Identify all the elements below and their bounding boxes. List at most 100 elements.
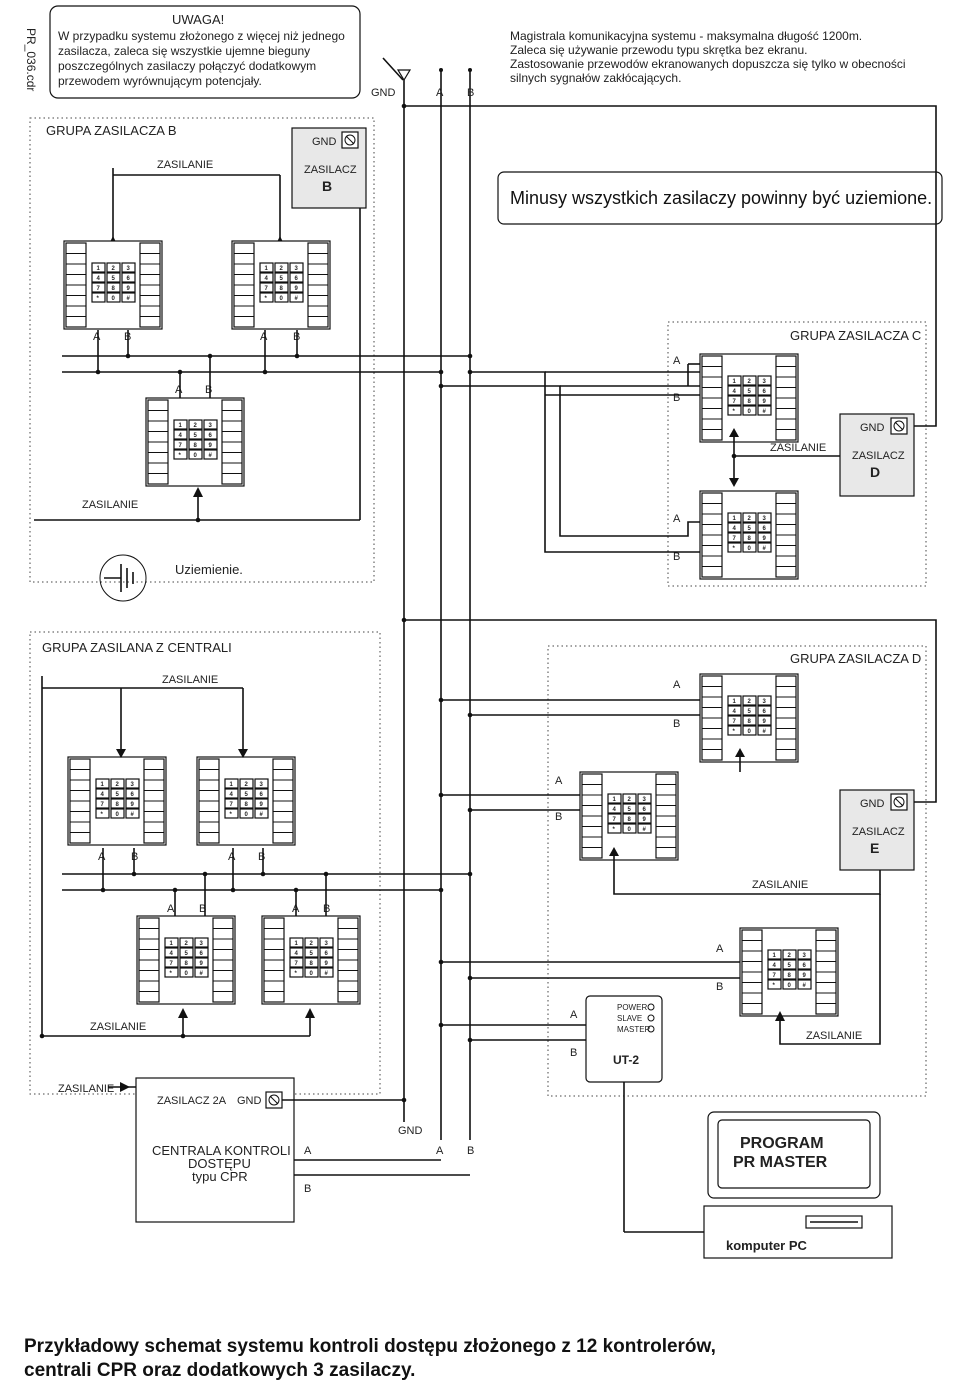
keypad-key: 9: [803, 973, 807, 979]
keypad-key: 6: [295, 276, 299, 282]
keypad-key: 8: [245, 802, 249, 808]
pc-program-line-1: PROGRAM: [740, 1135, 824, 1152]
keypad-key: #: [295, 296, 299, 302]
power-label-central-3: ZASILANIE: [58, 1083, 114, 1095]
psu-b-word: ZASILACZ: [304, 164, 357, 176]
keypad-key: 5: [116, 792, 120, 798]
keypad-key: 2: [194, 423, 198, 429]
keypad-key: 6: [803, 963, 807, 969]
keypad-key: 8: [748, 536, 752, 542]
keypad-key: 5: [112, 276, 116, 282]
bus-note-line-2: Zaleca się używanie przewodu typu skrętk…: [510, 43, 808, 57]
keypad-key: *: [230, 812, 233, 818]
keypad-key: 4: [170, 951, 174, 957]
keypad-key: 4: [733, 389, 737, 395]
keypad-key: 9: [763, 399, 767, 405]
keypad-key: 2: [628, 797, 632, 803]
keypad-key: 8: [280, 286, 284, 292]
keypad-key: 2: [748, 516, 752, 522]
central-line-2: DOSTĘPU: [188, 1156, 251, 1171]
keypad-key: #: [200, 971, 204, 977]
keypad-key: 9: [295, 286, 299, 292]
keypad-key: 0: [116, 812, 120, 818]
keypad-key: 6: [763, 709, 767, 715]
keypad-key: 7: [733, 399, 737, 405]
bus-a-label-top: A: [436, 87, 444, 99]
keypad-key: 1: [97, 266, 101, 272]
kp12-a: A: [716, 943, 724, 955]
kp4-a: A: [673, 355, 681, 367]
keypad-key: *: [613, 827, 616, 833]
ut2-slave-led: [647, 1014, 655, 1022]
keypad-key: 9: [763, 719, 767, 725]
keypad-key: 3: [643, 797, 647, 803]
central-line-1: CENTRALA KONTROLI: [152, 1143, 291, 1158]
keypad-key: 3: [200, 941, 204, 947]
psu-d-word: ZASILACZ: [852, 450, 905, 462]
keypad-key: 8: [185, 961, 189, 967]
keypad-key: 5: [748, 709, 752, 715]
keypad-key: 2: [112, 266, 116, 272]
keypad-key: 1: [773, 953, 777, 959]
central-a: A: [304, 1145, 312, 1157]
keypad-key: 4: [733, 526, 737, 532]
keypad-key: 8: [788, 973, 792, 979]
keypad-key: 1: [170, 941, 174, 947]
keypad-key: #: [763, 409, 767, 415]
keypad-key: 1: [265, 266, 269, 272]
kp12-b: B: [716, 981, 723, 993]
keypad-key: 2: [788, 953, 792, 959]
kp8-b: B: [199, 903, 206, 915]
keypad-key: #: [325, 971, 329, 977]
power-label-b2: ZASILANIE: [82, 499, 138, 511]
keypad-key: 7: [733, 719, 737, 725]
keypad-key: #: [643, 827, 647, 833]
keypad-key: 1: [295, 941, 299, 947]
keypad-key: 2: [748, 699, 752, 705]
keypad-key: 3: [209, 423, 213, 429]
keypad-key: 4: [613, 807, 617, 813]
psu-b-gnd: GND: [312, 136, 337, 148]
keypad-key: #: [209, 453, 213, 459]
keypad-key: #: [803, 983, 807, 989]
keypad-key: 5: [245, 792, 249, 798]
keypad-key: 6: [763, 389, 767, 395]
group-central-frame: [29, 631, 381, 1095]
keypad-key: 7: [101, 802, 105, 808]
keypad-key: 0: [112, 296, 116, 302]
ut2-power-label: POWER: [617, 1003, 647, 1012]
keypad-key: 0: [748, 409, 752, 415]
keypad-key: 7: [170, 961, 174, 967]
keypad-key: 3: [131, 782, 135, 788]
power-label-c: ZASILANIE: [770, 442, 826, 454]
kp1-a: A: [93, 331, 101, 343]
ut2-slave-label: SLAVE: [617, 1014, 642, 1023]
kp5-a: A: [673, 513, 681, 525]
keypad-key: 1: [101, 782, 105, 788]
keypad-key: 5: [185, 951, 189, 957]
warning-line-2: zasilacza, zaleca się wszystkie ujemne b…: [58, 44, 310, 58]
keypad-key: 0: [748, 546, 752, 552]
keypad-key: 0: [194, 453, 198, 459]
keypad-key: 8: [628, 817, 632, 823]
keypad-key: 9: [127, 286, 131, 292]
keypad-key: 9: [209, 443, 213, 449]
keypad-key: 2: [245, 782, 249, 788]
warning-box: [49, 5, 361, 99]
minus-note-box: [497, 171, 943, 225]
warning-title: UWAGA!: [172, 12, 224, 27]
central-psu-label: ZASILACZ 2A: [157, 1095, 227, 1107]
power-label-b: ZASILANIE: [157, 159, 213, 171]
keypad-key: 4: [295, 951, 299, 957]
keypad-key: *: [101, 812, 104, 818]
ut2-b: B: [570, 1047, 577, 1059]
ground-icon: [99, 554, 147, 602]
kp10-b: B: [673, 718, 680, 730]
keypad-key: 6: [260, 792, 264, 798]
keypad-key: 0: [310, 971, 314, 977]
